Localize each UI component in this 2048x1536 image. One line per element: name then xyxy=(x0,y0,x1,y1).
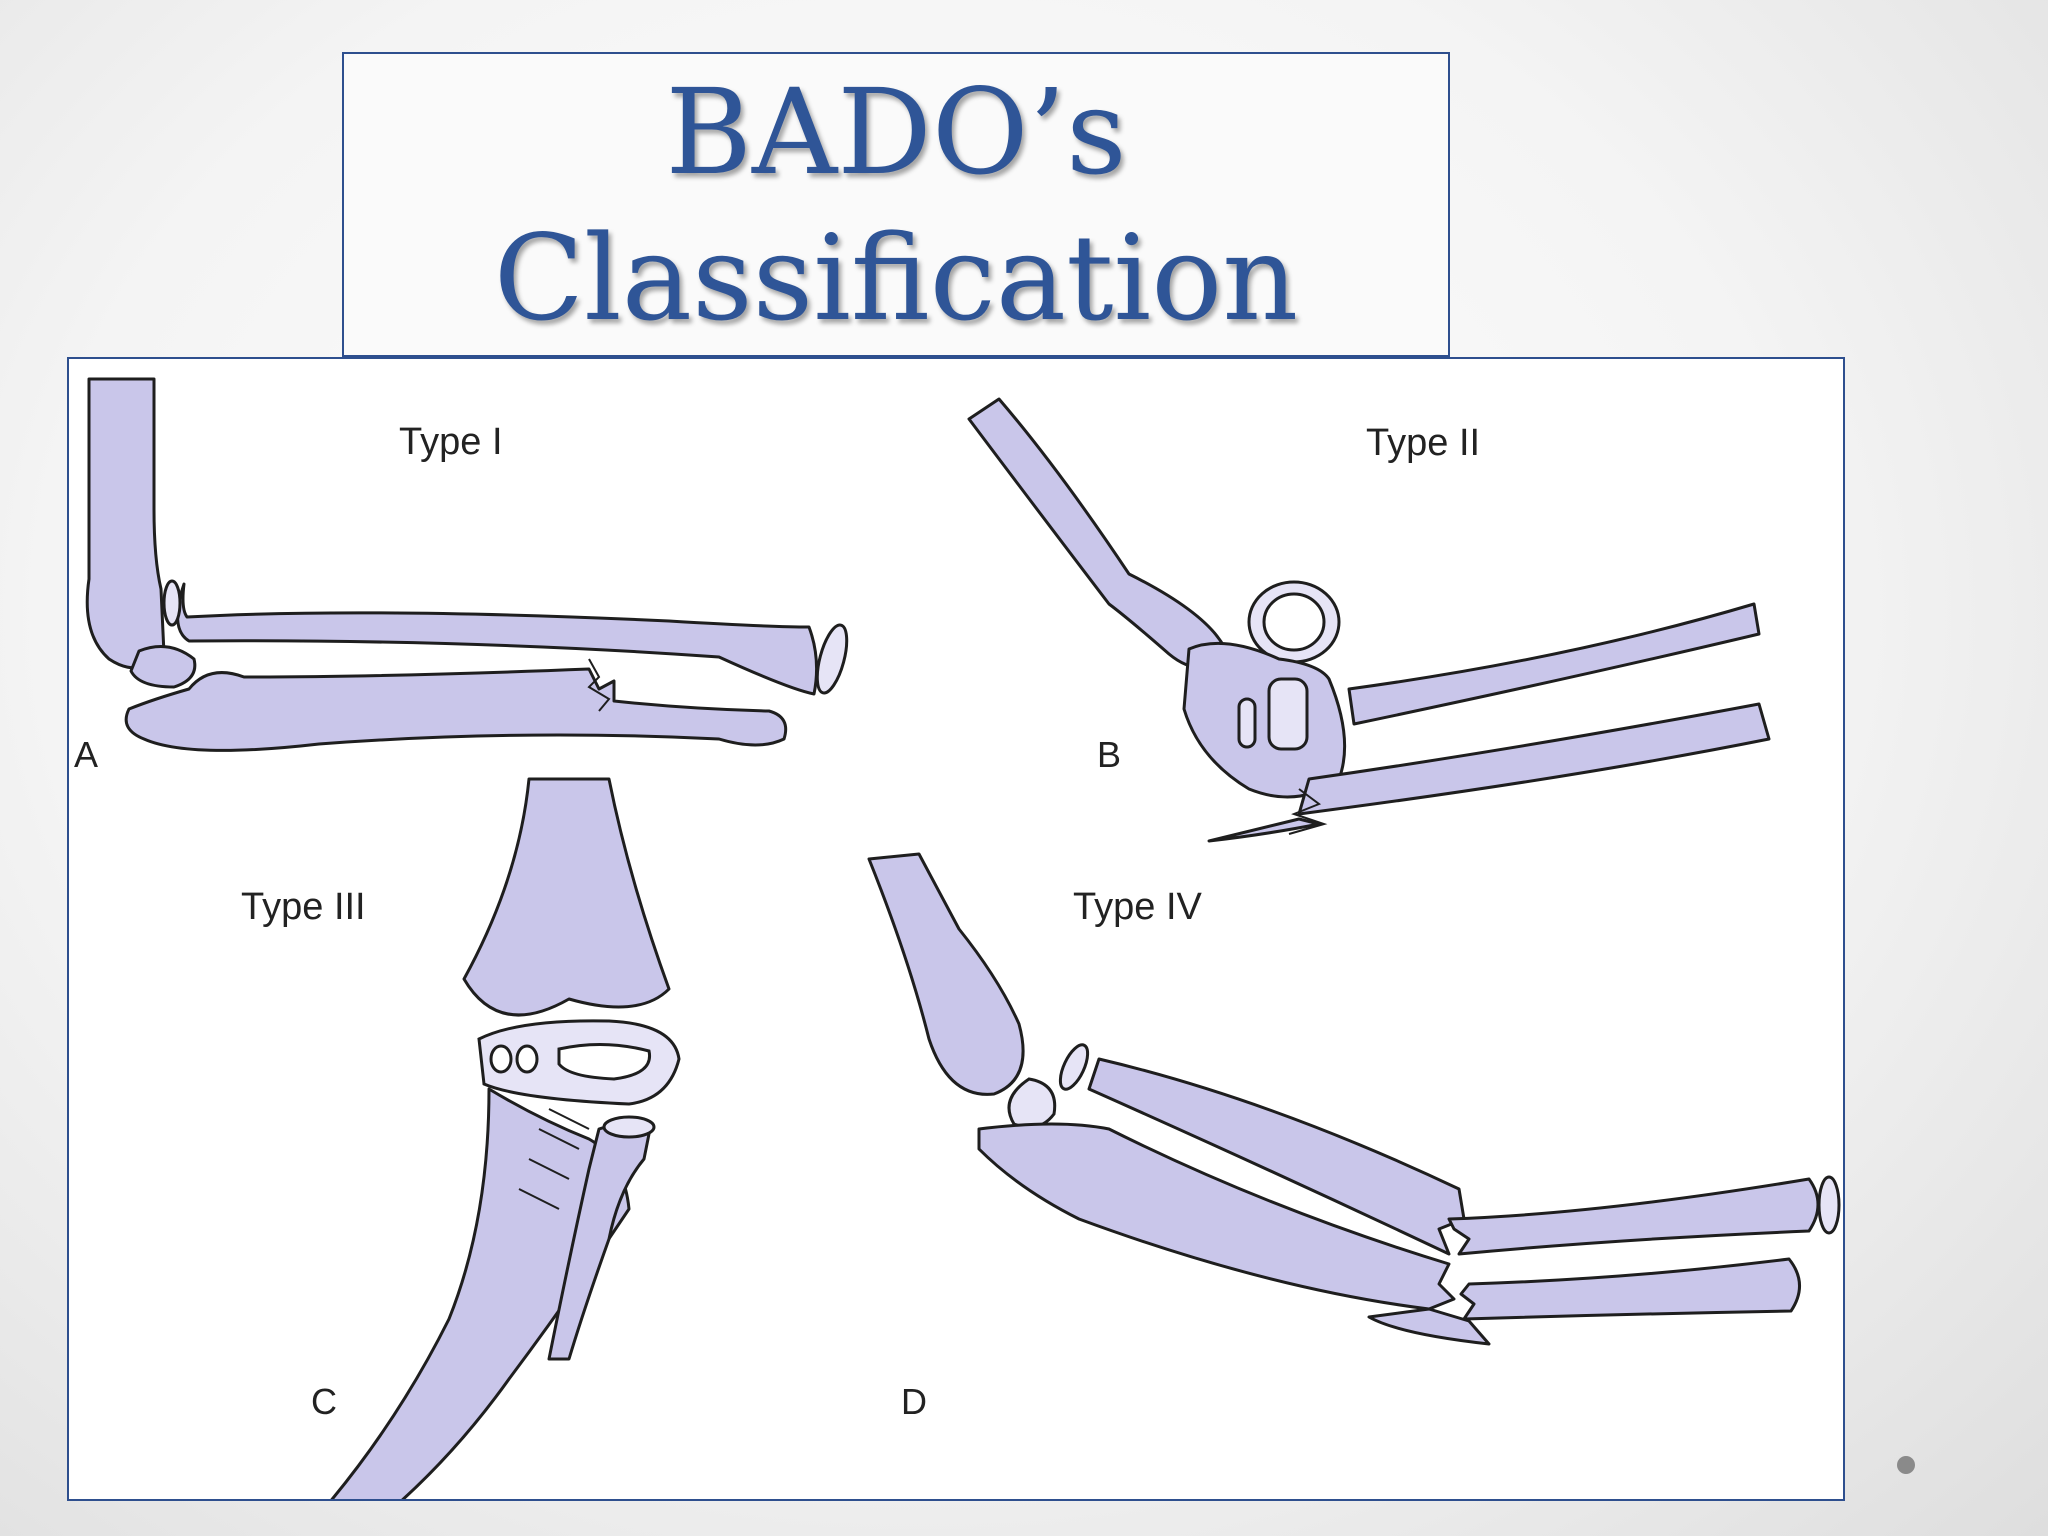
slide-bullet-dot xyxy=(1897,1456,1915,1474)
title-box: BADO’s Classification xyxy=(342,52,1450,357)
panel-c-type-label: Type III xyxy=(241,886,366,928)
slide-title-line-2: Classification xyxy=(493,208,1299,347)
slide-title-line-1: BADO’s xyxy=(665,62,1127,201)
panel-c-illustration xyxy=(330,777,681,1499)
panel-d-type-label: Type IV xyxy=(1073,886,1202,928)
bone-illustrations: Type I A Type II B Type III C Type IV D xyxy=(74,377,1841,1499)
panel-d-letter: D xyxy=(901,1381,927,1422)
panel-d-illustration xyxy=(867,852,1841,1346)
panel-b-illustration xyxy=(967,397,1771,843)
bado-classification-figure: Type I A Type II B Type III C Type IV D xyxy=(67,357,1845,1501)
panel-b-letter: B xyxy=(1097,734,1121,775)
panel-a-letter: A xyxy=(74,734,98,775)
panel-a-type-label: Type I xyxy=(399,421,503,463)
panel-c-letter: C xyxy=(311,1381,337,1422)
panel-b-type-label: Type II xyxy=(1366,422,1480,464)
panel-a-illustration xyxy=(85,377,849,752)
